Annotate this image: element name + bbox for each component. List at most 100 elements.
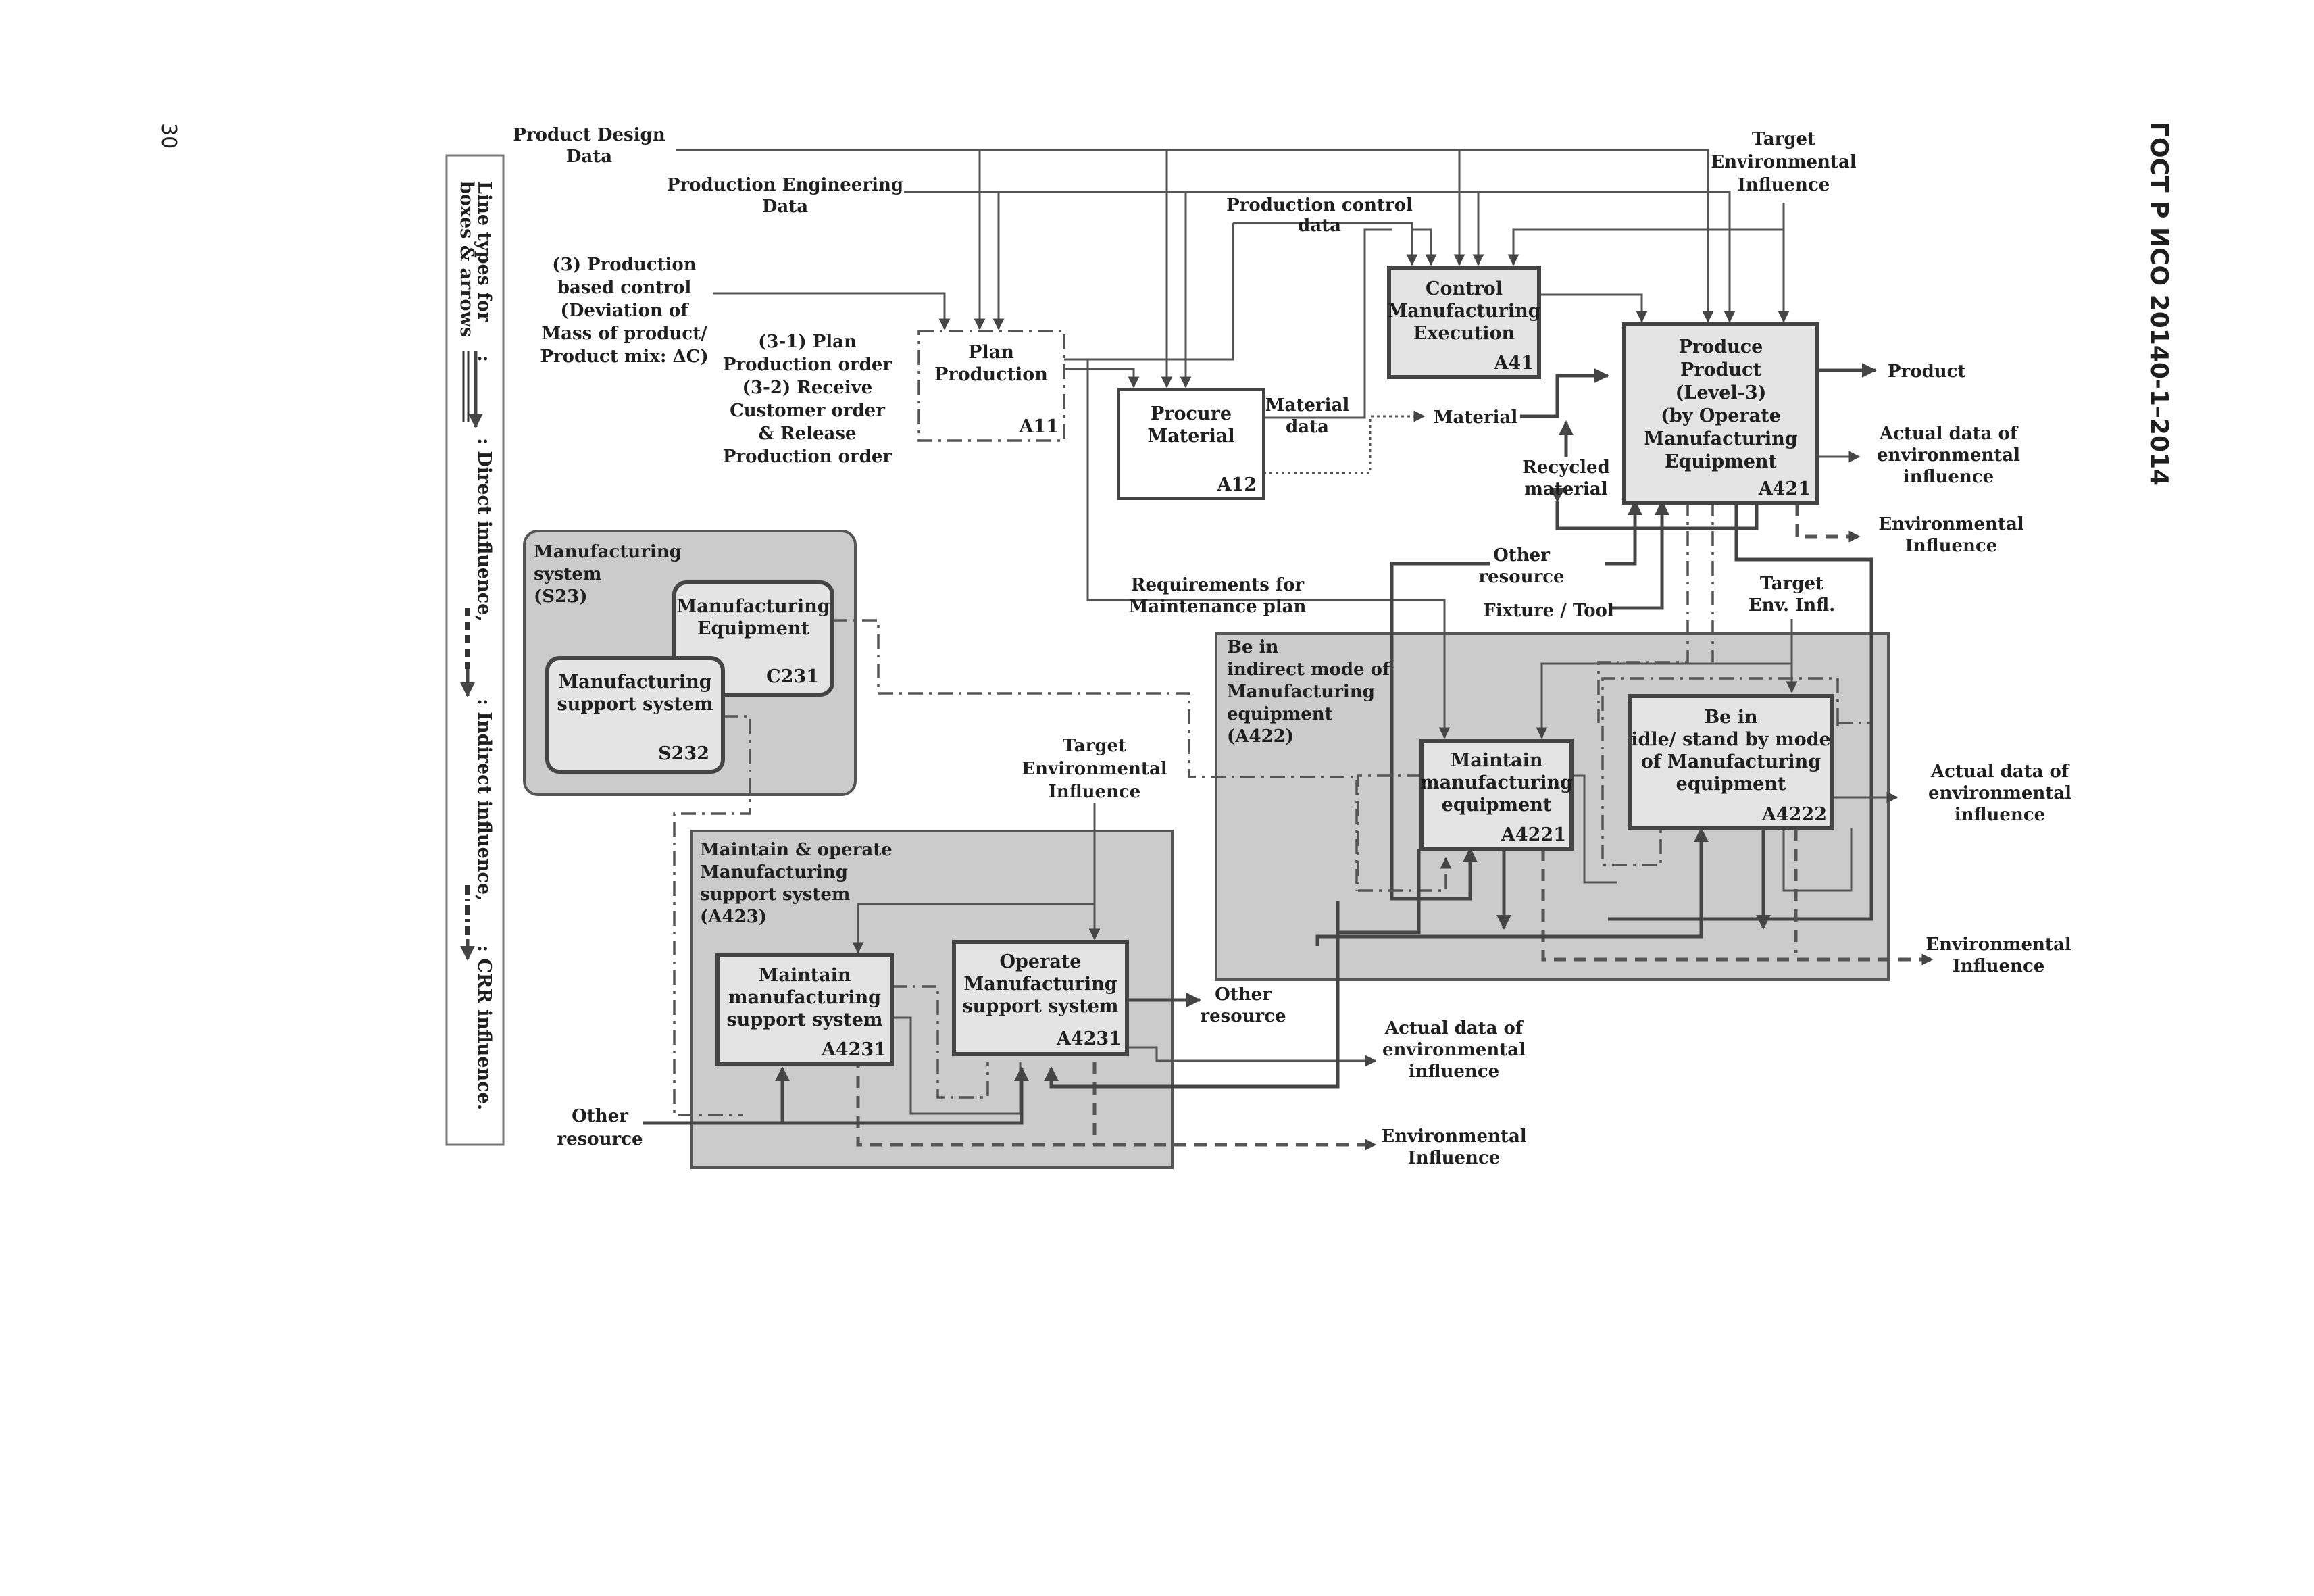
line-pbc-a11 [713, 292, 951, 330]
box-a4222-frame [1628, 694, 1834, 830]
box-a4221-title-1: Maintain [1450, 750, 1542, 771]
line-pcd-a41 [1233, 222, 1418, 266]
line-crr-a4221-loop [1357, 774, 1452, 892]
box-a4221[interactable]: Maintain manufacturing equipment A4221 [1419, 739, 1574, 851]
line-crr-a4222-right [1836, 722, 1870, 726]
box-s232-id: S232 [658, 743, 709, 764]
box-a421-title-3: (Level-3) [1676, 382, 1767, 403]
box-c231-id: C231 [766, 666, 819, 687]
label-plan-orders-3: (3-2) Receive [743, 378, 873, 398]
label-actual-a423-3: influence [1409, 1062, 1499, 1082]
label-recycled-material-2: material [1524, 479, 1607, 499]
label-product-design-data-1: Product Design [513, 125, 665, 145]
label-pbc-3: (Deviation of [561, 301, 690, 321]
line-crr-s232-a423 [673, 715, 751, 1116]
box-a42311-id: A4231 [821, 1039, 886, 1060]
box-s232-title-2: support system [557, 694, 713, 715]
line-other-res-a4221 [1390, 562, 1490, 901]
box-a421-frame [1622, 322, 1819, 505]
box-a11-title-1: Plan [968, 342, 1014, 363]
line-a423-env [856, 1055, 1377, 1151]
label-plan-orders-6: Production order [723, 447, 892, 467]
label-production-engineering-data-2: Data [762, 197, 808, 217]
box-a12[interactable]: Procure Material A12 [1117, 388, 1265, 500]
box-a421-title-6: Equipment [1665, 451, 1778, 472]
label-other-res-a423-1: Other [1215, 984, 1272, 1005]
line-a11-pcd [1064, 223, 1234, 361]
box-a41[interactable]: Control Manufacturing Execution A41 [1387, 266, 1541, 379]
label-pbc-4: Mass of product/ [541, 324, 707, 344]
box-a11-id: A11 [1018, 416, 1059, 437]
box-a41-id: A41 [1493, 353, 1534, 374]
box-a11[interactable]: Plan Production A11 [917, 330, 1065, 442]
box-a4222-title-2: idle/ stand by mode [1631, 729, 1831, 750]
label-requirements-2: Maintenance plan [1129, 597, 1307, 617]
group-s23-title-2: system [534, 564, 601, 584]
line-a4222-input [1315, 827, 1709, 946]
label-target-env-a423-3: Influence [1049, 782, 1141, 802]
line-fixture-a421 [1609, 500, 1669, 610]
line-req-a4221 [1086, 359, 1451, 739]
line-pdd-a421 [676, 149, 1714, 323]
label-plan-orders-4: Customer order [730, 401, 885, 421]
box-s232[interactable]: Manufacturing support system S232 [545, 656, 725, 774]
legend-title-3: : [474, 355, 495, 362]
label-other-res-a423-2: resource [1200, 1006, 1286, 1026]
label-plan-orders-2: Production order [723, 355, 892, 375]
line-a421-env [1795, 504, 1861, 543]
group-a423-title-2: Manufacturing [700, 862, 848, 882]
group-a423-title-4: (A423) [700, 907, 767, 927]
label-production-engineering-data-1: Production Engineering [667, 175, 903, 195]
line-crr-a4222-loop [1601, 677, 1839, 866]
group-a422-title-5: (A422) [1227, 726, 1294, 747]
box-a42311[interactable]: Maintain manufacturing support system A4… [715, 953, 894, 1066]
label-material-data-1: Material [1265, 395, 1350, 416]
box-s232-frame [545, 656, 725, 774]
label-other-resource-bottom-1: Other [572, 1106, 628, 1126]
line-a4222-loop [1782, 828, 1853, 892]
line-a11-a12 [1064, 368, 1140, 389]
box-a12-title-1: Procure [1151, 403, 1232, 424]
legend-indirect: : Indirect influence, [474, 699, 495, 901]
line-crr-c231-a422 [832, 619, 1358, 891]
label-material: Material [1434, 407, 1518, 428]
group-a422-title-3: Manufacturing [1227, 682, 1375, 702]
label-env-a421-2: Influence [1905, 536, 1998, 556]
box-a41-title-3: Execution [1413, 323, 1515, 344]
box-a421[interactable]: Produce Product (Level-3) (by Operate Ma… [1622, 322, 1819, 505]
label-actual-a423-1: Actual data of [1384, 1018, 1524, 1039]
line-tei-a41 [1507, 228, 1784, 266]
line-a4221-a4222 [1571, 774, 1617, 884]
legend-frame [445, 154, 505, 1146]
box-a4222-title-3: of Manufacturing [1641, 751, 1821, 772]
group-s23-title-1: Manufacturing [534, 542, 682, 562]
label-env-a422-1: Environmental [1926, 934, 2071, 955]
label-other-resource-bottom-2: resource [557, 1129, 643, 1149]
box-a4222-title-4: equipment [1676, 774, 1786, 795]
box-a421-id: A421 [1758, 478, 1811, 499]
label-pbc-2: based control [557, 278, 692, 298]
group-a422-title-4: equipment [1227, 704, 1333, 724]
box-a4222-id: A4222 [1761, 804, 1827, 825]
label-target-env-top-2: Environmental [1711, 152, 1856, 172]
box-a421-title-1: Produce [1679, 336, 1763, 357]
box-s232-title-1: Manufacturing [558, 672, 711, 693]
label-actual-a422-3: influence [1955, 805, 2045, 825]
label-target-env-a423-1: Target [1063, 736, 1126, 756]
line-material-data [1263, 228, 1392, 419]
box-a42312[interactable]: Operate Manufacturing support system A42… [952, 940, 1129, 1056]
box-a42311-title-2: manufacturing [728, 987, 881, 1008]
box-a4222[interactable]: Be in idle/ stand by mode of Manufacturi… [1628, 694, 1834, 830]
group-a422-title-1: Be in [1227, 637, 1278, 657]
label-target-env-top-3: Influence [1738, 175, 1830, 195]
label-target-env-mid-2: Env. Infl. [1749, 595, 1835, 616]
label-target-env-a423-2: Environmental [1022, 759, 1167, 779]
label-env-a423-2: Influence [1408, 1148, 1501, 1168]
label-actual-a421-3: influence [1903, 467, 1994, 487]
line-a421-a4222-loop [1608, 501, 1873, 921]
label-plan-orders-1: (3-1) Plan [758, 332, 857, 352]
box-c231-title-2: Equipment [697, 618, 810, 639]
box-a421-title-2: Product [1680, 359, 1761, 380]
box-a4221-id: A4221 [1501, 824, 1566, 845]
